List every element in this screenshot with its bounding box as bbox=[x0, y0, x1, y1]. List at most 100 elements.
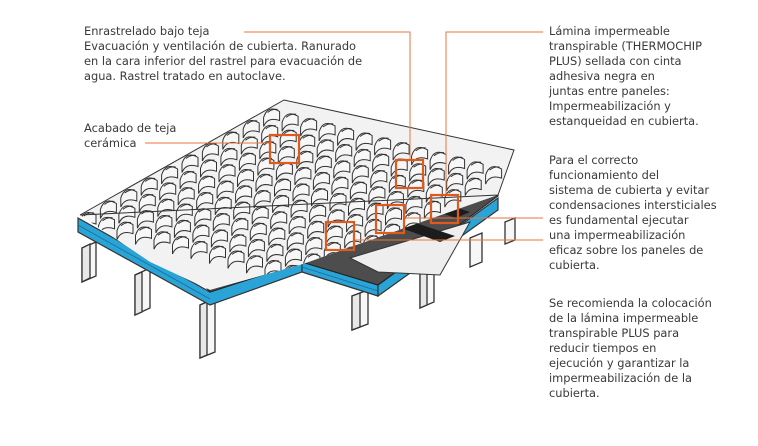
ceramic-tile bbox=[233, 201, 251, 220]
ceramic-tile bbox=[314, 155, 332, 174]
ceramic-tile bbox=[292, 183, 310, 202]
ceramic-tile bbox=[242, 120, 260, 139]
tile-shading bbox=[104, 200, 115, 205]
ceramic-tile bbox=[270, 211, 288, 230]
ceramic-tile bbox=[485, 166, 503, 185]
ceramic-tile bbox=[281, 113, 299, 132]
tile-shading bbox=[194, 241, 206, 246]
callout-line: Impermeabilización y bbox=[549, 99, 671, 113]
ceramic-tile bbox=[99, 200, 117, 219]
ceramic-tile bbox=[274, 178, 291, 197]
ceramic-tile bbox=[181, 154, 199, 173]
tile-shading bbox=[341, 128, 352, 133]
ceramic-tile bbox=[307, 220, 325, 239]
tile-shading bbox=[274, 211, 285, 216]
ceramic-tile bbox=[266, 243, 284, 262]
ceramic-tile bbox=[214, 196, 232, 215]
callout-line: transpirable PLUS para bbox=[549, 326, 680, 340]
tile-shading bbox=[468, 177, 480, 182]
ceramic-tile bbox=[220, 147, 238, 167]
ceramic-tile bbox=[229, 234, 247, 253]
leader-lines bbox=[145, 31, 543, 241]
tile-shading bbox=[142, 194, 154, 199]
tile-shading bbox=[307, 253, 318, 258]
ceramic-tile bbox=[153, 231, 171, 250]
ceramic-tile bbox=[201, 143, 219, 162]
tile-shading bbox=[298, 167, 309, 172]
tile-shading bbox=[179, 203, 191, 208]
tile-shading bbox=[289, 248, 300, 253]
ceramic-tile bbox=[423, 200, 441, 219]
tile-shading bbox=[220, 180, 232, 185]
ceramic-tile bbox=[210, 229, 228, 248]
ceramic-tile bbox=[392, 142, 410, 161]
ceramic-tile bbox=[231, 217, 249, 237]
callout-line: adhesiva negra en bbox=[549, 69, 655, 83]
tile-shading bbox=[452, 156, 463, 161]
ceramic-tile bbox=[238, 152, 256, 171]
ceramic-tile bbox=[333, 160, 351, 179]
tile-shading bbox=[415, 147, 426, 152]
tile-shading bbox=[370, 202, 382, 207]
tile-shading bbox=[428, 200, 439, 205]
ceramic-tile bbox=[200, 159, 217, 178]
ceramic-tile bbox=[249, 222, 267, 241]
tile-shading bbox=[318, 155, 330, 160]
ceramic-tile bbox=[355, 132, 373, 151]
ceramic-tile bbox=[263, 108, 281, 127]
tile-shading bbox=[255, 206, 267, 211]
tile-shading bbox=[270, 244, 281, 249]
ceramic-tile bbox=[237, 168, 254, 188]
ceramic-tile bbox=[388, 174, 406, 193]
callout-line: ejecución y garantizar la bbox=[549, 356, 690, 370]
tile-shading bbox=[317, 172, 328, 177]
tile-shading bbox=[122, 205, 133, 210]
tile-shading bbox=[335, 176, 346, 181]
tile-shading bbox=[185, 154, 197, 159]
beam-3 bbox=[199, 296, 216, 359]
tile-shading bbox=[366, 235, 378, 240]
tile-shading bbox=[267, 108, 278, 113]
tile-shading bbox=[448, 189, 459, 194]
tile-shading bbox=[389, 207, 400, 212]
ceramic-tile bbox=[175, 203, 193, 222]
ceramic-tile bbox=[309, 204, 327, 223]
ceramic-tile bbox=[173, 219, 191, 238]
tile-shading bbox=[224, 148, 235, 153]
tile-shading bbox=[244, 136, 256, 141]
tile-shading bbox=[283, 129, 295, 134]
tile-shading bbox=[309, 237, 320, 242]
tile-shading bbox=[278, 178, 289, 183]
tile-shading bbox=[392, 175, 404, 180]
callout-line: Para el correcto bbox=[549, 153, 639, 167]
tile-shading bbox=[285, 113, 297, 118]
tile-shading bbox=[120, 221, 132, 226]
ceramic-tile bbox=[218, 164, 236, 183]
ceramic-tile bbox=[277, 145, 295, 165]
tile-rows bbox=[80, 108, 503, 288]
ceramic-tile bbox=[172, 236, 189, 255]
callout-line: PLUS) sellada con cinta bbox=[549, 54, 682, 68]
tile-shading bbox=[311, 221, 322, 226]
callout-line: Acabado de teja bbox=[84, 121, 177, 135]
callout-enrastrelado: Enrastrelado bajo teja Evacuación y vent… bbox=[84, 24, 362, 84]
tile-shading bbox=[257, 190, 269, 195]
tile-shading bbox=[206, 143, 217, 148]
tile-shading bbox=[161, 198, 172, 203]
ceramic-tile bbox=[216, 180, 234, 199]
tile-shading bbox=[250, 255, 261, 260]
tile-shading bbox=[163, 182, 174, 187]
callout-line: agua. Rastrel tratado en autoclave. bbox=[84, 69, 286, 83]
ceramic-tile bbox=[140, 177, 158, 196]
tile-shading bbox=[320, 139, 332, 144]
ceramic-tile bbox=[325, 225, 343, 244]
ceramic-tile bbox=[409, 163, 427, 182]
tile-shading bbox=[237, 201, 248, 206]
ceramic-tile bbox=[385, 207, 402, 226]
ceramic-tile bbox=[311, 188, 328, 207]
tile-shading bbox=[294, 199, 306, 204]
tile-shading bbox=[253, 222, 265, 227]
tile-shading bbox=[263, 141, 274, 146]
tile-shading bbox=[287, 265, 298, 270]
